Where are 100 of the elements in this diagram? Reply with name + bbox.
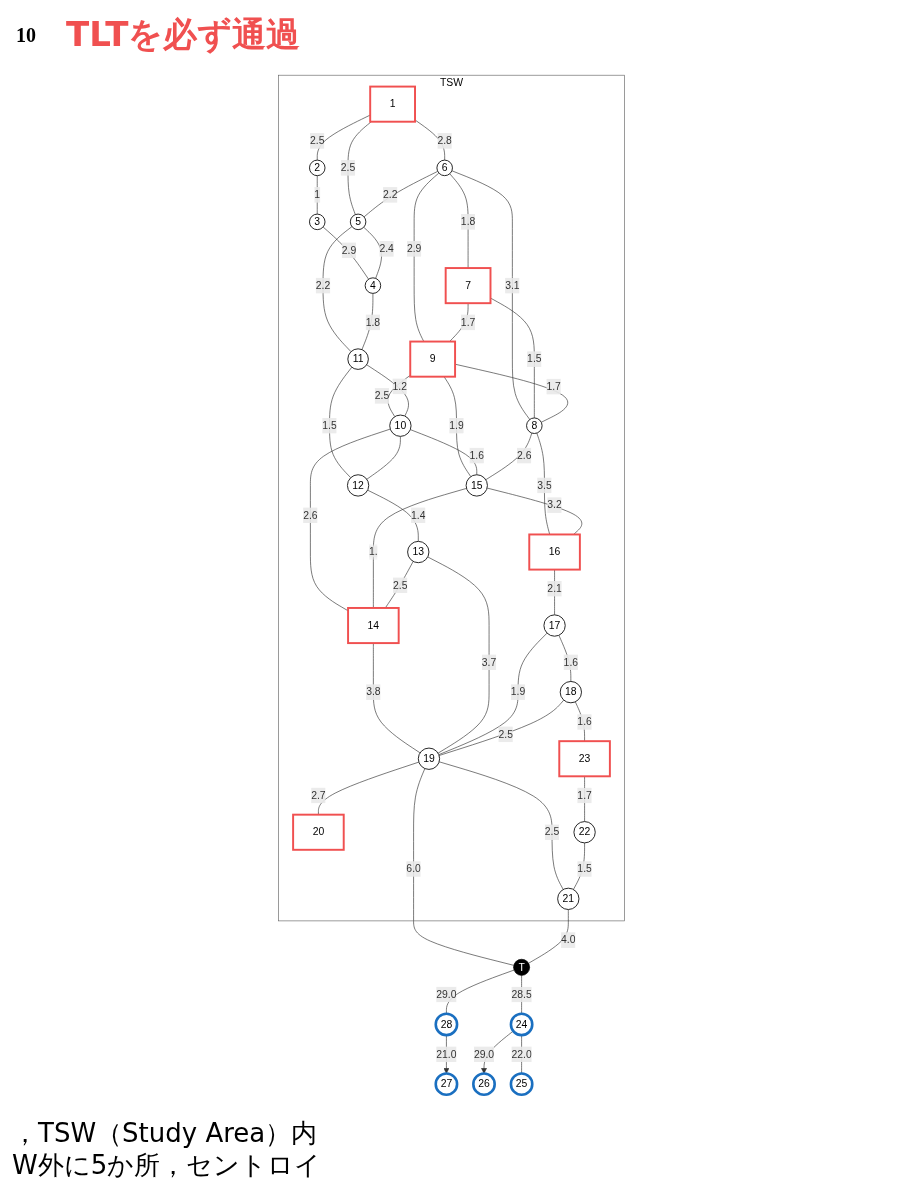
connector [438,699,565,756]
node-box: 14 [347,607,400,645]
connector [387,375,411,417]
connector [363,171,439,218]
edge-label: 1.7 [577,789,592,801]
node-box: 20 [292,813,345,851]
edge-label: 2.6 [303,509,318,521]
node-circle: 10 [389,414,412,437]
node-circle: 2 [309,159,326,177]
connector [449,173,469,269]
connector [438,632,548,755]
node-box: 7 [444,267,492,305]
connector [574,701,585,742]
edge-label: 2.9 [406,243,422,255]
connector [329,366,353,479]
connector [310,428,391,612]
connector [322,226,353,352]
edge-label: 1 [314,189,321,201]
connector [558,634,572,682]
connector [528,909,569,964]
edge-label: 1.2 [392,380,407,392]
node-circle: 18 [559,681,582,704]
edge-label: 1.8 [460,216,476,228]
edge-label: 2.8 [437,135,452,147]
node-circle: 11 [347,348,369,370]
edge-label: 6.0 [406,863,421,875]
connector [427,556,490,754]
connector [536,432,551,535]
edge-label: 1.5 [577,863,592,875]
edge-label: 2.9 [341,244,357,256]
edge-label: 3.8 [366,686,381,698]
edge-label: 1.6 [469,449,485,461]
node-circle: 12 [346,474,370,497]
edge-label: 1. [369,546,378,558]
edge-label: 1.7 [460,316,476,328]
edge-label: 2.5 [340,162,356,174]
edge-label: 29.0 [436,988,457,1000]
edge-label: 1.6 [563,656,579,668]
connector [573,842,585,890]
edge-label: 1.9 [449,419,464,431]
edge-label: 3.5 [537,479,552,491]
edge-label: 1.6 [577,716,592,728]
connector [322,226,369,280]
connector [554,569,555,616]
connector [384,561,414,609]
node-circle: 13 [407,540,430,564]
connector [367,489,419,542]
node-circle: 24 [509,1012,534,1037]
node-circle: 27 [434,1072,459,1097]
connector [490,297,535,419]
connector [318,761,420,815]
caption-fragment: ，TSW（Study Area）内 [12,1117,319,1149]
node-circle: 15 [465,474,488,497]
edge-label: 2.4 [379,242,394,255]
node-circle: 17 [543,614,566,637]
connector [584,775,585,822]
connector [347,121,372,215]
edge-label: 1.5 [527,353,542,365]
edge-label: 2.2 [383,189,398,201]
edge-label: 2.1 [547,582,562,594]
node-circle: 25 [509,1072,534,1097]
connector [363,226,382,279]
node-circle: 28 [434,1012,459,1037]
node-box: 16 [528,533,581,571]
edge-label: 29.0 [473,1048,495,1060]
edge-label: 1.4 [411,509,426,521]
edge-label: 1.7 [546,380,561,392]
connector [361,293,374,350]
connector [485,432,533,481]
edge-label: 2.5 [374,390,390,402]
node-number: 10 [16,23,36,47]
node-circle: 21 [557,887,580,910]
connector [366,436,401,480]
connector [410,429,478,476]
connector [486,487,583,535]
edge-label: 3.7 [481,656,497,668]
connector [373,488,467,609]
node-circle: 26 [472,1072,496,1097]
edge-label: 2.5 [310,135,325,147]
connector [413,768,515,966]
node-circle: 5 [349,213,367,231]
node-circle: 8 [526,417,543,434]
edge-label: 22.0 [511,1048,532,1060]
edge-label: 2.2 [315,279,331,291]
edge-label: 2.6 [516,449,532,461]
node-circle: T [513,958,530,976]
edge-label: 3.1 [505,279,520,291]
connector [446,969,515,1015]
node-circle: 19 [417,747,441,770]
edge-label: 28.5 [511,988,532,1000]
edge-label: 2.5 [498,728,513,740]
node-box: 1 [369,85,416,123]
connector [443,376,472,477]
edge-label: 1.8 [365,316,381,328]
edge-label: 2.5 [392,579,408,591]
node-box: 9 [409,340,457,378]
connector [521,1034,522,1074]
edge-label: 21.0 [436,1048,457,1060]
node-circle: 6 [436,159,453,177]
caption-fragment: W外に5か所，セントロイ [12,1149,322,1181]
